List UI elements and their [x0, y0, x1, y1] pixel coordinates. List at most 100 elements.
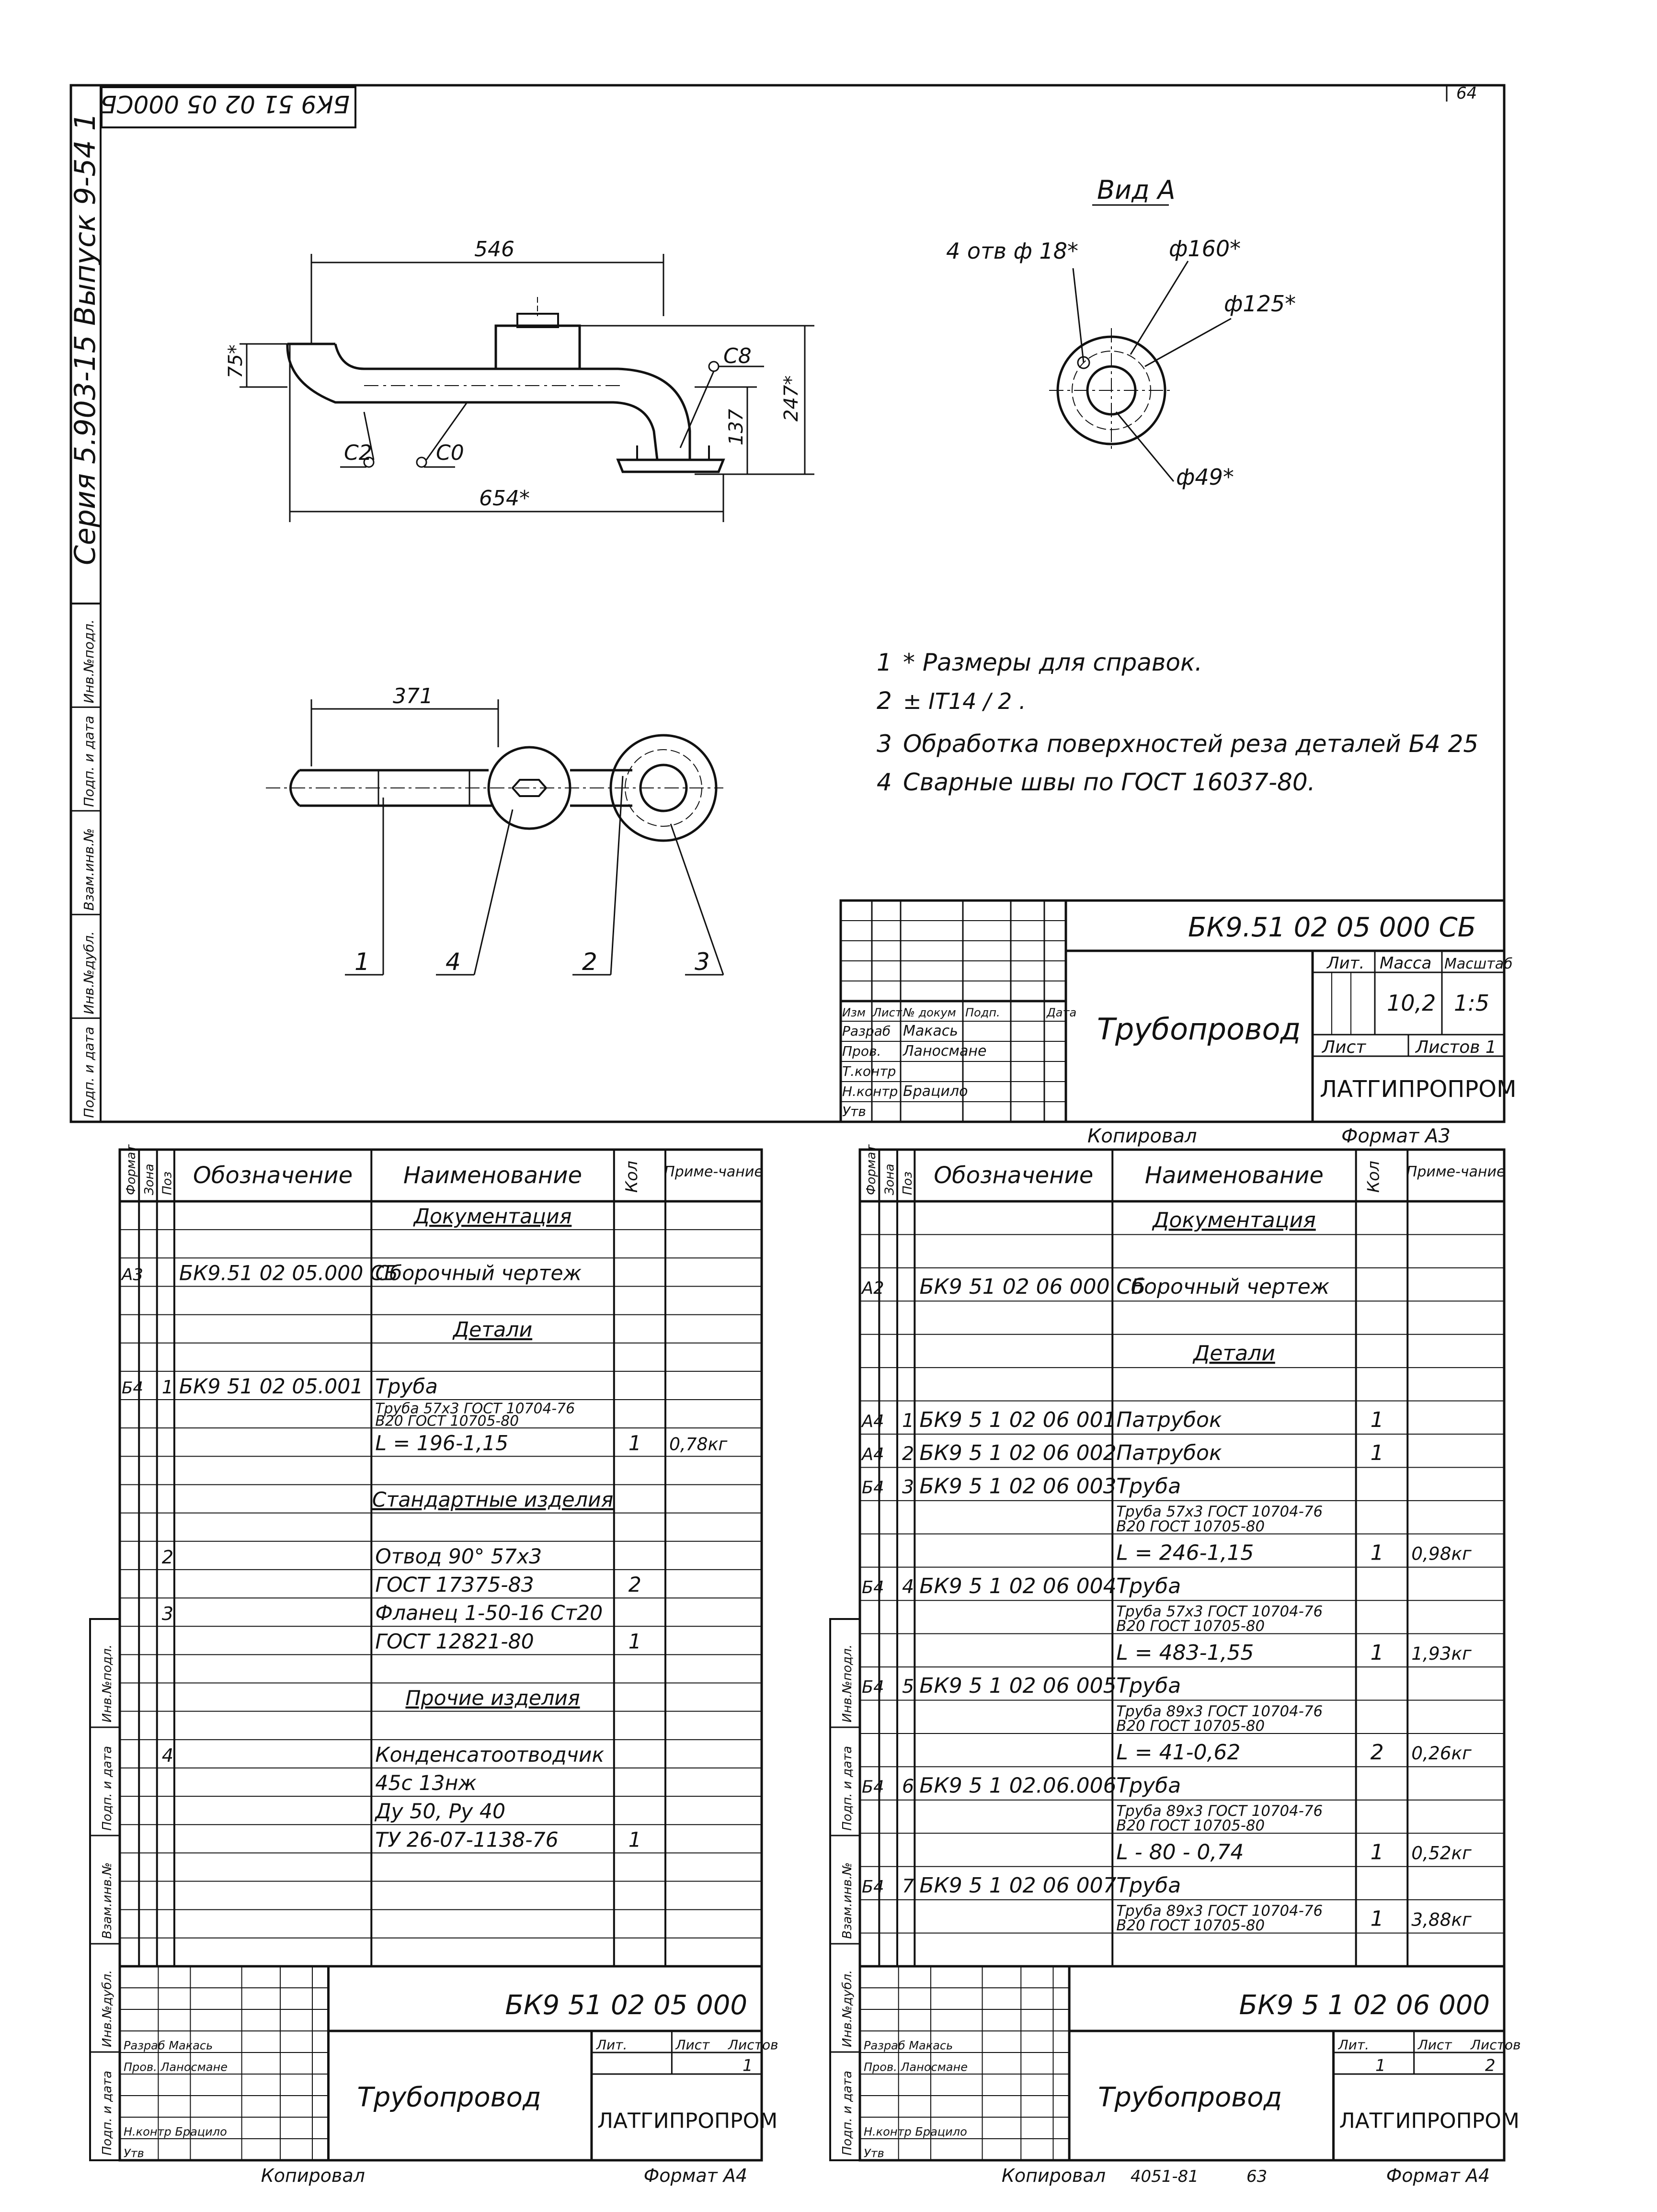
spec-name: В20 ГОСТ 10705-80 [1116, 1518, 1265, 1535]
callout-3: 3 [695, 948, 710, 976]
pipe-assembly-front-view [286, 297, 764, 473]
spec-name: В20 ГОСТ 10705-80 [1116, 1618, 1265, 1635]
stamp-role: Утв [842, 1104, 866, 1119]
spec-qty: 1 [1371, 1441, 1384, 1465]
spec-name: Стандартные изделия [372, 1488, 613, 1512]
side-stamp-label: Инв.№подл. [100, 1644, 114, 1722]
spec-copy-code: 4051-81 [1131, 2167, 1199, 2186]
spec-name: Труба 89х3 ГОСТ 10704-76 [1116, 1703, 1323, 1720]
dim-75: 75* [225, 344, 247, 378]
spec-pos: 5 [902, 1676, 914, 1698]
spec-stamp-sheets-val: 1 [743, 2056, 753, 2075]
spec-designation: БК9 51 02 06 000 СБ [919, 1275, 1145, 1299]
spec-name: Детали [1192, 1341, 1275, 1366]
mass-value: 10,2 [1387, 990, 1436, 1016]
spec-name: Сборочный чертеж [375, 1261, 582, 1285]
col-header-qty: Кол [1364, 1161, 1383, 1193]
spec-pos: 3 [902, 1476, 914, 1498]
stamp-col-header: Подп. [965, 1006, 1000, 1019]
spec-stamp-row: Утв [864, 2146, 884, 2160]
page-number: 64 [1456, 84, 1477, 103]
spec-name: Детали [452, 1318, 532, 1342]
spec-name: ТУ 26-07-1138-76 [375, 1828, 558, 1852]
side-stamp-label: Инв.№дубл. [81, 931, 97, 1015]
dia-125-label: ф125* [1224, 291, 1296, 317]
weld-labels: C2 C0 C8 [344, 344, 752, 465]
spec-pos: 1 [162, 1377, 173, 1398]
spec-name: Документация [1152, 1208, 1316, 1232]
spec-pos: 2 [162, 1547, 173, 1568]
stamp-signer: Брацило [903, 1083, 968, 1100]
spec-name: Труба [1116, 1674, 1181, 1698]
dim-371: 371 [393, 684, 433, 708]
svg-text:Формат А3: Формат А3 [1341, 1125, 1451, 1147]
spec-stamp-org: ЛАТГИПРОПРОМ [1339, 2109, 1520, 2133]
col-header-qty: Кол [622, 1161, 641, 1193]
spec-format: Б4 [862, 1877, 884, 1897]
spec-name: L = 41-0,62 [1116, 1740, 1240, 1765]
spec-format: А4 [861, 1412, 884, 1431]
col-header-name: Наименование [1145, 1162, 1324, 1189]
svg-text:Масса: Масса [1380, 954, 1431, 973]
spec-format: А2 [861, 1278, 884, 1298]
svg-text:Лист: Лист [1321, 1038, 1366, 1057]
side-stamps-top: Инв.№подл.Подп. и датаВзам.инв.№Инв.№дуб… [71, 603, 101, 1123]
spec-qty: 1 [629, 1431, 641, 1455]
spec-stamp-sheets: Листов [728, 2037, 778, 2052]
spec-stamp-row: Н.контр Брацило [124, 2125, 227, 2138]
spec-copy-page: 63 [1246, 2167, 1267, 2186]
spec-pos: 4 [902, 1576, 914, 1598]
spec-name: Труба 89х3 ГОСТ 10704-76 [1116, 1902, 1323, 1919]
spec-stamp-lit: Лит. [596, 2037, 627, 2052]
spec-name: Отвод 90° 57х3 [375, 1545, 542, 1569]
spec-name: L - 80 - 0,74 [1116, 1840, 1244, 1864]
spec-designation: БК9 5 1 02 06 003 [919, 1474, 1116, 1499]
spec-name: Документация [413, 1205, 572, 1229]
spec-qty: 1 [629, 1828, 641, 1852]
col-header-name: Наименование [403, 1162, 582, 1189]
stamp-col-header: Дата [1046, 1006, 1076, 1019]
col-header-note: Приме-чание [1406, 1163, 1506, 1180]
svg-text:* Размеры для справок.: * Размеры для справок. [903, 649, 1202, 676]
spec-note: 3,88кг [1411, 1909, 1472, 1930]
spec-qty: 1 [1371, 1840, 1384, 1864]
view-a-title: Вид А [1097, 175, 1176, 205]
spec-qty: 1 [1371, 1641, 1384, 1665]
col-header-zone: Зона [142, 1163, 157, 1195]
spec-name: Конденсатоотводчик [375, 1743, 604, 1767]
spec-stamp-org: ЛАТГИПРОПРОМ [597, 2109, 777, 2133]
spec-stamp-row: Пров. Ланосмане [124, 2060, 228, 2074]
side-stamp-label: Подп. и дата [840, 2071, 855, 2155]
spec-designation: БК9 5 1 02 06 001 [919, 1408, 1116, 1432]
spec-format: Формат А4 [644, 2165, 747, 2186]
spec-stamp-code: БК9 5 1 02 06 000 [1239, 1990, 1490, 2021]
spec-format: Б4 [122, 1379, 143, 1398]
spec-pos: 7 [902, 1875, 914, 1897]
spec-name: Труба 57х3 ГОСТ 10704-76 [1116, 1603, 1323, 1620]
side-stamp-label: Взам.инв.№ [81, 828, 97, 911]
spec-stamp-row: Пров. Ланосмане [864, 2060, 968, 2074]
spec-name: Ду 50, Ру 40 [374, 1800, 505, 1824]
spec-qty: 1 [1371, 1906, 1384, 1931]
callout-1: 1 [354, 948, 370, 976]
spec-pos: 1 [902, 1410, 914, 1432]
spec-name: В20 ГОСТ 10705-80 [1116, 1917, 1265, 1934]
spec-name: Патрубок [1116, 1441, 1222, 1465]
col-header-pos: Поз [160, 1172, 175, 1195]
stamp-role: Т.контр [842, 1063, 896, 1079]
spec-stamp-sheets: Листов [1470, 2037, 1521, 2052]
col-header-pos: Поз [901, 1172, 915, 1195]
spec-name: В20 ГОСТ 10705-80 [1116, 1817, 1265, 1835]
spec-stamp-row: Разраб Макась [864, 2039, 953, 2052]
spec-name: Труба 57х3 ГОСТ 10704-76 [375, 1400, 575, 1417]
col-header-designation: Обозначение [934, 1162, 1093, 1189]
spec-name: В20 ГОСТ 10705-80 [375, 1413, 519, 1429]
spec-stamp-title: Трубопровод [357, 2082, 541, 2113]
spec-name: L = 196-1,15 [375, 1431, 508, 1455]
spec-format: Б4 [862, 1677, 884, 1697]
spec-qty: 2 [1371, 1740, 1384, 1765]
spec-stamp-row: Утв [124, 2146, 144, 2160]
spec-stamp-sheets-val: 2 [1485, 2056, 1496, 2075]
spec-name: Труба [1116, 1474, 1181, 1499]
